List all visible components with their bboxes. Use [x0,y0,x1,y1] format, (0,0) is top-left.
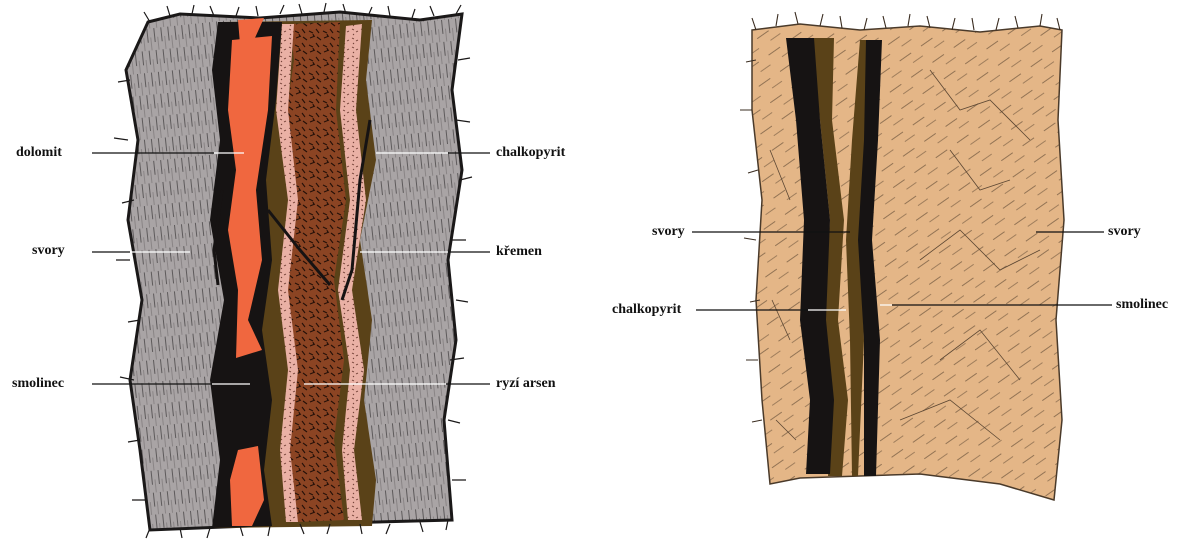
label-svory-left: svory [32,243,65,259]
label-ryzi-arsen: ryzí arsen [496,376,555,392]
label-chalkopyrit-right: chalkopyrit [612,302,681,318]
label-kremen: křemen [496,244,542,260]
label-smolinec-right: smolinec [1116,297,1168,313]
right-vein-illustration [692,12,1112,500]
label-svory-right-panel-right: svory [1108,224,1141,240]
left-vein-illustration [92,3,490,538]
label-dolomit: dolomit [16,145,62,161]
label-chalkopyrit-left: chalkopyrit [496,145,565,161]
label-svory-right-panel-left: svory [652,224,685,240]
label-smolinec-left: smolinec [12,376,64,392]
